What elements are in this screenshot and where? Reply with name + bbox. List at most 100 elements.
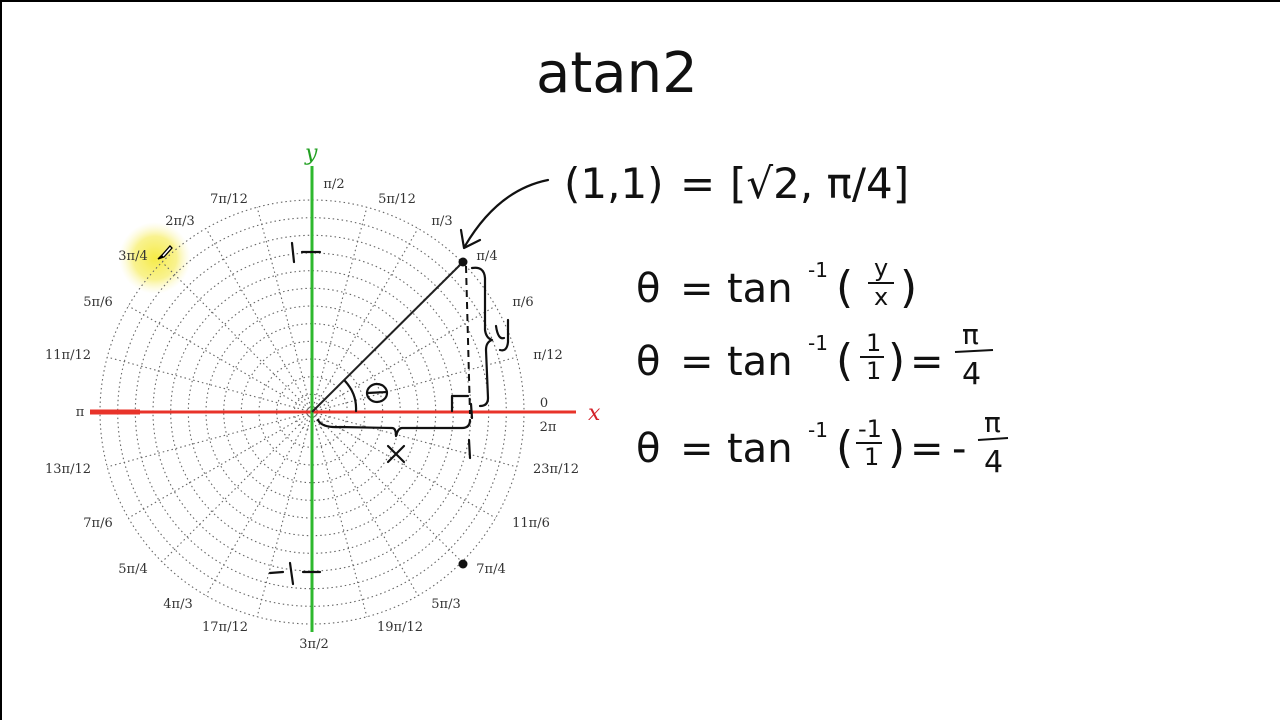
equation-conversion: (1,1) = [√2, π/4] [564,159,909,208]
angle-labels: 02ππ/12π/6π/4π/35π/12π/27π/122π/33π/45π/… [45,177,579,652]
ex1-num: 1 [866,329,881,357]
conversion-lhs: (1,1) [564,159,664,208]
ex2-result-num: π [984,406,1001,439]
angle-label: 7π/12 [210,192,248,207]
angle-label: π/12 [533,348,562,363]
equation-example1: θ = tan -1 ( 1 1 ) = π 4 [636,318,994,392]
grid-spoke [256,207,313,413]
point-1-neg1 [458,559,468,569]
ex2-open-paren: ( [836,422,853,473]
dashed-drop-line [465,265,471,415]
theta-arc [343,379,358,413]
general-den: x [874,283,888,311]
grid-spoke [311,411,463,563]
conversion-eq: = [680,159,715,208]
grid-spoke [161,261,313,413]
right-angle-marker [450,394,470,413]
angle-label: π/2 [323,177,344,192]
x-axis-label: x [588,401,601,426]
ex2-result-eq: = [910,426,944,472]
ex2-num: -1 [858,415,882,443]
grid-spoke [205,228,313,413]
angle-label: 2π/3 [165,214,194,229]
angle-label: 5π/3 [431,597,460,612]
general-sup: -1 [808,258,828,282]
angle-label: 11π/6 [512,516,550,531]
angle-label: 7π/4 [476,562,505,577]
y-brace [470,266,494,408]
equation-general: θ = tan -1 ( y x ) [636,254,917,313]
page-title: atan2 [536,41,698,106]
angle-label: 3π/4 [118,249,147,264]
ex2-close-paren: ) [888,422,905,473]
ex2-result-bar [977,437,1009,441]
grid-spoke [161,411,313,563]
ex1-func: tan [727,339,793,385]
grid-spoke [311,305,496,413]
conversion-rhs: [√2, π/4] [730,159,909,208]
ex1-close-paren: ) [888,335,905,386]
grid-spoke [311,411,368,617]
ex2-func: tan [727,426,793,472]
ex2-lhs: θ [636,426,660,472]
general-func: tan [727,266,793,312]
general-eq: = [680,266,714,312]
ex2-eq: = [680,426,714,472]
angle-label: 0 [540,396,548,411]
grid-spoke [128,305,313,413]
angle-label: 2π [540,420,557,435]
general-open-paren: ( [836,262,853,313]
grid-spoke [311,228,419,413]
ex1-result-bar [954,349,994,353]
x-brace [316,418,472,438]
angle-label: π/6 [512,295,533,310]
ex1-den: 1 [866,357,881,385]
pointer-arrowhead [459,228,482,250]
angle-label: 3π/2 [299,637,328,652]
ex1-eq: = [680,339,714,385]
x-brace-label [386,444,406,464]
angle-label: 4π/3 [163,597,192,612]
angle-label: 7π/6 [83,516,112,531]
angle-label: 11π/12 [45,348,91,363]
general-close-paren: ) [900,262,917,313]
grid-spoke [128,411,313,519]
x-tick-1-label [467,438,472,460]
grid-spoke [311,411,496,519]
ex2-result-den: 4 [984,445,1003,480]
grid-spoke [311,411,517,468]
ex2-result-sign: - [952,426,966,472]
pen-cursor-icon [157,245,173,260]
ex1-sup: -1 [808,331,828,355]
angle-label: 5π/6 [83,295,112,310]
point-1-1 [458,257,468,267]
grid-spoke [205,411,313,596]
y-axis-label: y [304,141,318,166]
ex2-sup: -1 [808,418,828,442]
theta-bar [365,390,389,395]
general-lhs: θ [636,266,660,312]
grid-spoke [107,411,313,468]
general-num: y [874,254,888,282]
grid-spoke [107,356,313,413]
pointer-arrow [463,178,550,248]
grid-spoke [311,411,419,596]
x-tick-1 [469,402,474,420]
angle-label: 5π/12 [378,192,416,207]
handwritten-annotations [268,178,550,586]
grid-spoke [256,411,313,617]
ex1-lhs: θ [636,339,660,385]
ex1-result-eq: = [910,339,944,385]
equation-example2: θ = tan -1 ( -1 1 ) = - π 4 [636,406,1009,480]
ex1-open-paren: ( [836,335,853,386]
y-brace-label [494,318,510,352]
angle-label: π/3 [431,214,452,229]
grid-spoke [311,356,517,413]
radius-line [311,261,464,413]
grid-spoke [311,207,368,413]
angle-label: 5π/4 [118,562,147,577]
angle-label: π [76,405,85,420]
y-tick-neg1-label [268,561,295,586]
